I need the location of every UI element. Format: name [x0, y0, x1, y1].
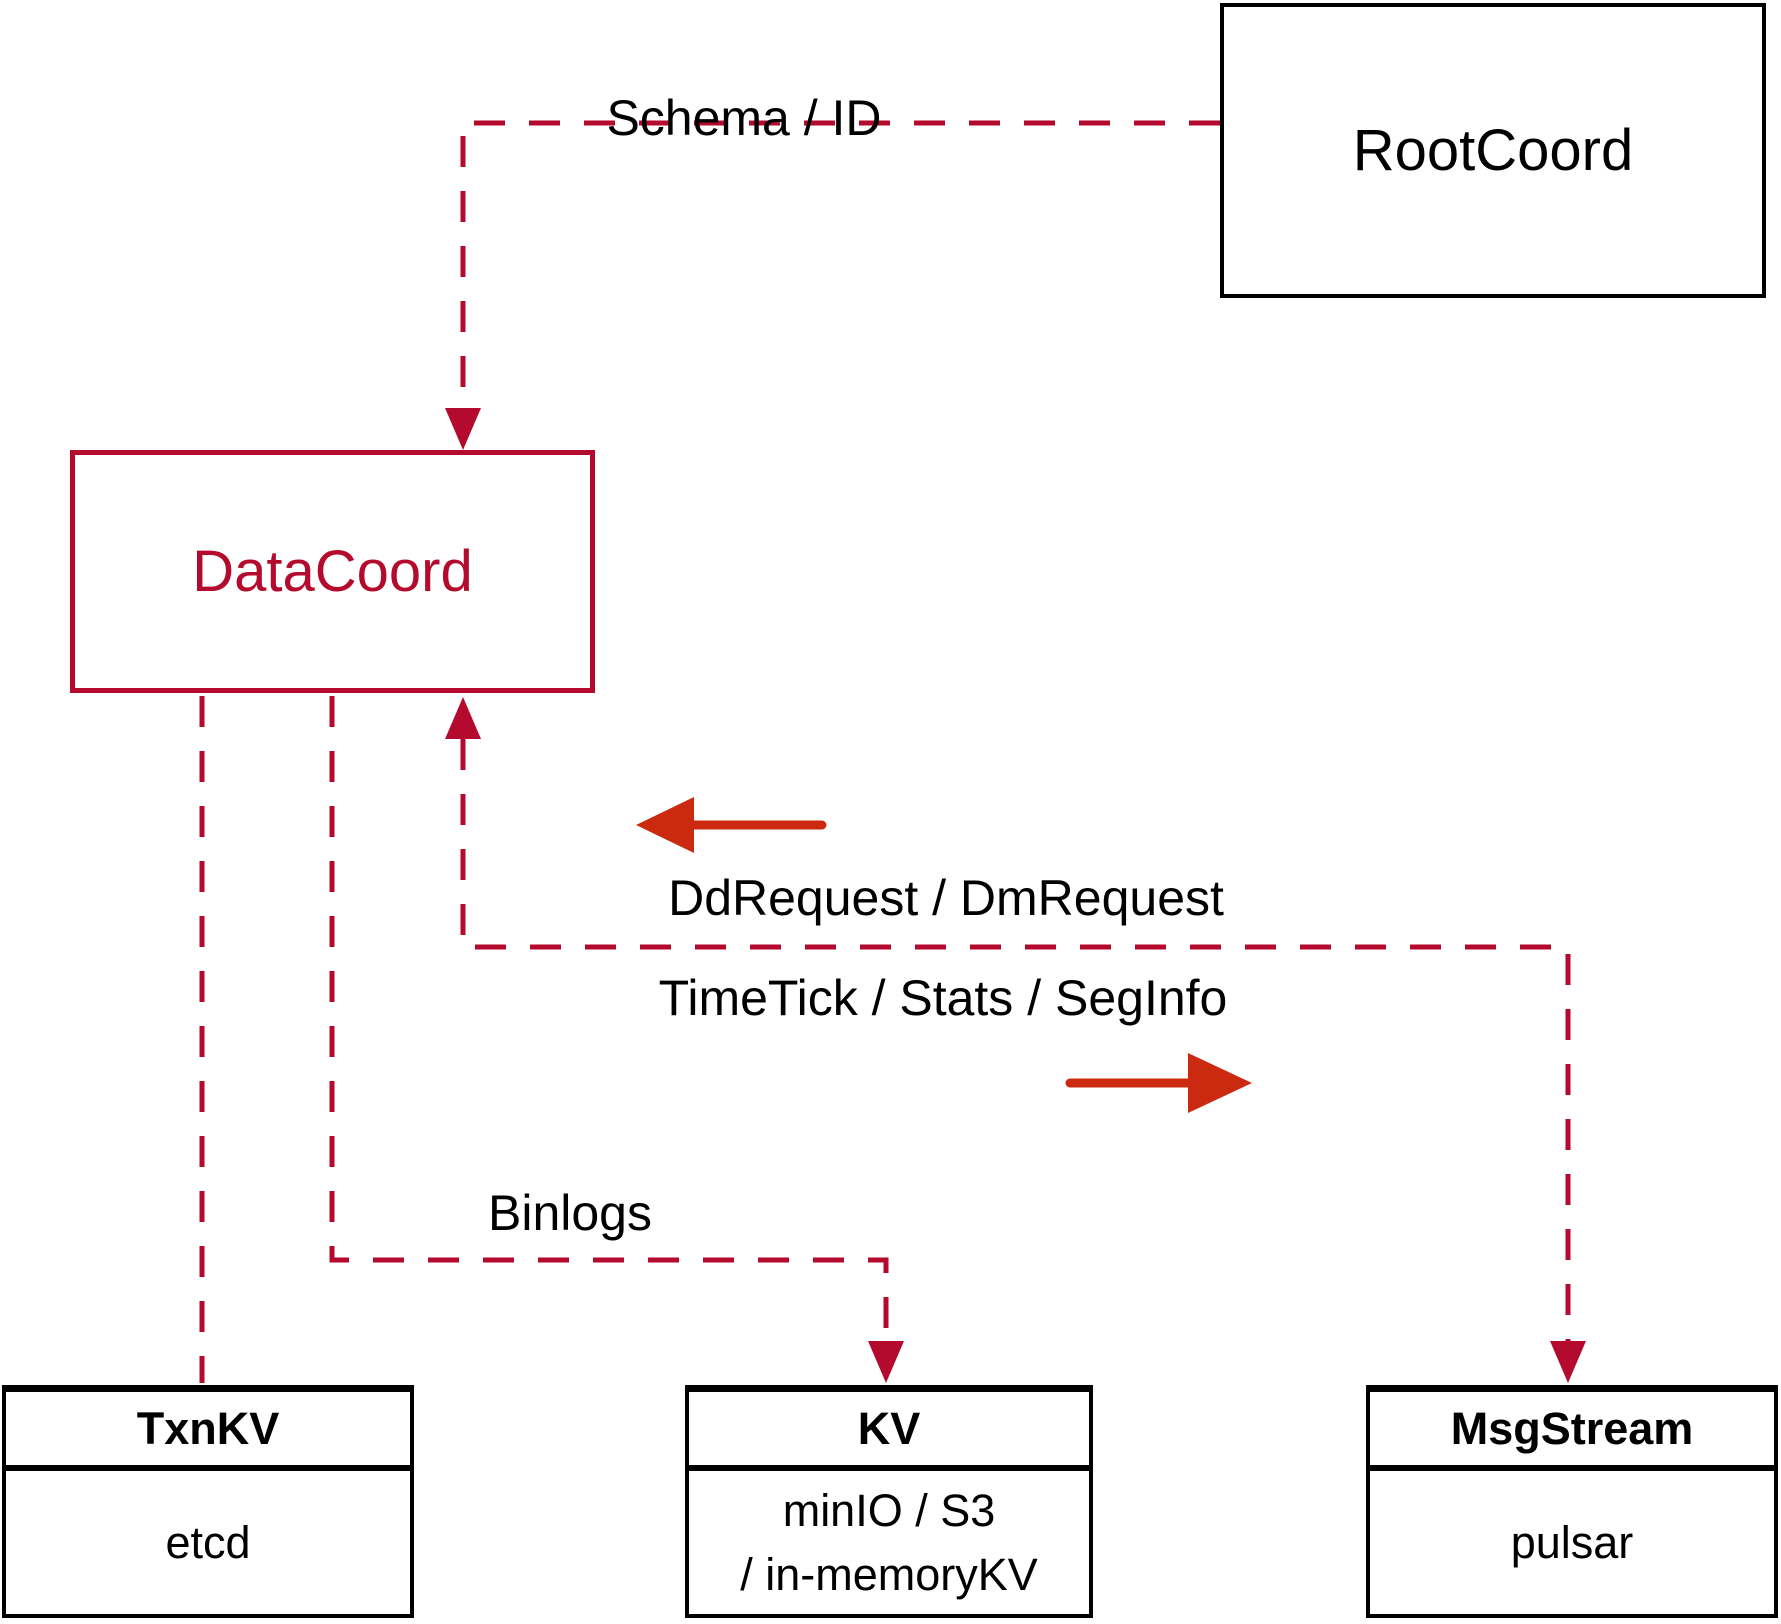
- node-rootcoord: RootCoord: [1220, 3, 1766, 298]
- arrowhead-up-datacoord-bottom: [445, 697, 481, 739]
- node-rootcoord-label: RootCoord: [1352, 118, 1634, 183]
- edge-label-schema-id: Schema / ID: [606, 90, 882, 146]
- node-kv-body: minIO / S3 / in-memoryKV: [689, 1471, 1089, 1614]
- right-flow-arrow: [1065, 1053, 1252, 1113]
- edge-label-dd-request: DdRequest / DmRequest: [668, 870, 1224, 926]
- schema-id-connector: [445, 120, 1220, 450]
- node-kv-body-line2: / in-memoryKV: [740, 1548, 1038, 1600]
- node-txnkv: TxnKV etcd: [2, 1385, 414, 1618]
- node-kv-title: KV: [689, 1392, 1089, 1471]
- node-kv-body-line1: minIO / S3: [782, 1484, 996, 1536]
- left-flow-arrow: [636, 797, 827, 853]
- node-txnkv-body: etcd: [165, 1516, 251, 1568]
- arrowhead-down-datacoord-top: [445, 408, 481, 450]
- node-msgstream: MsgStream pulsar: [1366, 1385, 1778, 1618]
- msgstream-connector: [445, 697, 1586, 1383]
- node-txnkv-title: TxnKV: [6, 1392, 410, 1471]
- edge-label-binlogs: Binlogs: [488, 1185, 652, 1241]
- arrowhead-down-kv-top: [868, 1341, 904, 1383]
- binlogs-connector: [329, 696, 904, 1383]
- node-datacoord: DataCoord: [70, 450, 595, 693]
- node-datacoord-label: DataCoord: [192, 539, 473, 604]
- edge-label-time-tick: TimeTick / Stats / SegInfo: [658, 970, 1228, 1026]
- node-kv: KV minIO / S3 / in-memoryKV: [685, 1385, 1093, 1618]
- node-msgstream-title: MsgStream: [1370, 1392, 1774, 1471]
- arrowhead-down-msgstream-top: [1550, 1341, 1586, 1383]
- node-msgstream-body: pulsar: [1510, 1516, 1634, 1568]
